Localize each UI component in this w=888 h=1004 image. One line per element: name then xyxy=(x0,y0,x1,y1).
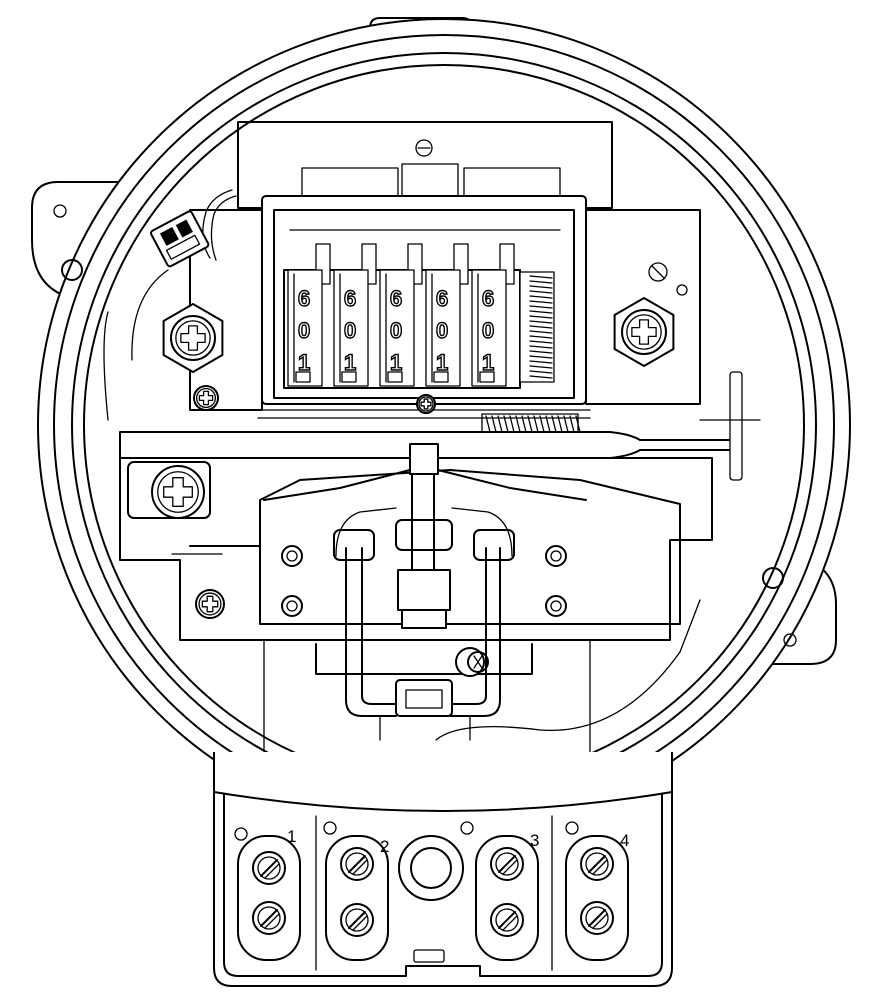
dial-wheel: 6 0 1 xyxy=(333,243,377,387)
terminal-screws xyxy=(252,847,614,937)
plate-hole xyxy=(545,545,567,567)
dial-digit: 6 xyxy=(390,286,402,311)
terminal-block: 1 2 3 4 xyxy=(213,752,673,987)
dial-digit: 0 xyxy=(436,318,448,343)
dial-digit: 6 xyxy=(298,286,310,311)
dial-digit: 0 xyxy=(390,318,402,343)
terminal-screw-icon xyxy=(580,847,614,881)
mount-hole xyxy=(783,633,797,647)
dial-digit: 1 xyxy=(482,350,494,375)
adjust-screw-icon xyxy=(151,465,205,519)
register-dials: 6 0 1 6 0 1 6 0 1 6 0 1 6 0 1 xyxy=(287,243,515,387)
plate-hole xyxy=(281,545,303,567)
terminal-screw-icon xyxy=(340,903,374,937)
terminal-screw-icon xyxy=(490,903,524,937)
dial-digit: 0 xyxy=(344,318,356,343)
screws xyxy=(151,297,675,619)
terminal-label-4: 4 xyxy=(620,831,629,850)
terminal-label-3: 3 xyxy=(530,831,539,850)
terminal-screw-icon xyxy=(252,901,286,935)
dial-digit: 1 xyxy=(436,350,448,375)
dial-wheel: 6 0 1 xyxy=(287,243,331,387)
small-screw-icon xyxy=(416,394,436,414)
terminal-screw-icon xyxy=(162,303,224,373)
plate-hole xyxy=(545,595,567,617)
terminal-label-2: 2 xyxy=(380,837,389,856)
dial-digit: 1 xyxy=(344,350,356,375)
meter-housing xyxy=(31,17,851,832)
small-screw-icon xyxy=(195,589,225,619)
dial-digit: 6 xyxy=(436,286,448,311)
terminal-screw-icon xyxy=(340,847,374,881)
dial-digit: 0 xyxy=(298,318,310,343)
dial-wheel: 6 0 1 xyxy=(471,243,515,387)
terminal-screw-icon xyxy=(490,847,524,881)
dial-digit: 6 xyxy=(482,286,494,311)
terminal-label-1: 1 xyxy=(287,827,296,846)
small-screw-icon xyxy=(193,385,219,411)
dial-digit: 1 xyxy=(298,350,310,375)
dial-digit: 1 xyxy=(390,350,402,375)
dial-digit: 6 xyxy=(344,286,356,311)
dial-wheel: 6 0 1 xyxy=(379,243,423,387)
dial-digit: 0 xyxy=(482,318,494,343)
terminal-screw-icon xyxy=(613,297,675,367)
plate-hole xyxy=(281,595,303,617)
terminal-screw-icon xyxy=(580,901,614,935)
mount-hole xyxy=(762,567,784,589)
dial-wheel: 6 0 1 xyxy=(425,243,469,387)
mount-hole xyxy=(61,259,83,281)
mount-hole xyxy=(53,204,67,218)
terminal-screw-icon xyxy=(252,851,286,885)
